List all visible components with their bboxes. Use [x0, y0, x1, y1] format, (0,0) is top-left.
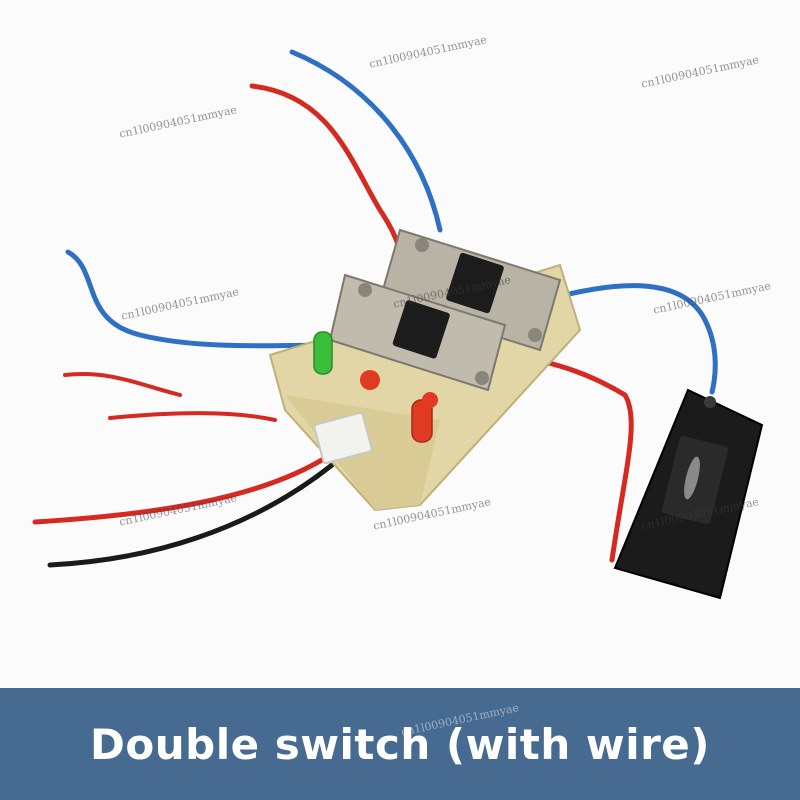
black-wire-bottom: [47, 462, 335, 568]
red-component-2: [422, 392, 438, 408]
white-connector: [313, 411, 373, 465]
power-socket: [613, 388, 764, 600]
red-wire-left-short: [63, 372, 182, 397]
slide-switch-front: [328, 273, 507, 392]
caption-banner: Double switch (with wire) cn1l00904051mm…: [0, 688, 800, 800]
blue-wire-right: [542, 283, 718, 395]
product-photo: cn1l00904051mmyae cn1l00904051mmyae cn1l…: [32, 33, 772, 600]
red-component: [360, 370, 380, 390]
caption-text: Double switch (with wire): [90, 719, 710, 769]
slide-switch-back: [378, 228, 562, 352]
blue-wire-top: [289, 49, 443, 233]
green-led: [313, 331, 333, 375]
double-switch-illustration: [32, 49, 764, 600]
red-wire-left-stub: [108, 411, 277, 422]
red-wire-bottom: [32, 452, 333, 525]
red-wire-right: [497, 352, 634, 563]
blue-wire-left: [65, 249, 343, 349]
